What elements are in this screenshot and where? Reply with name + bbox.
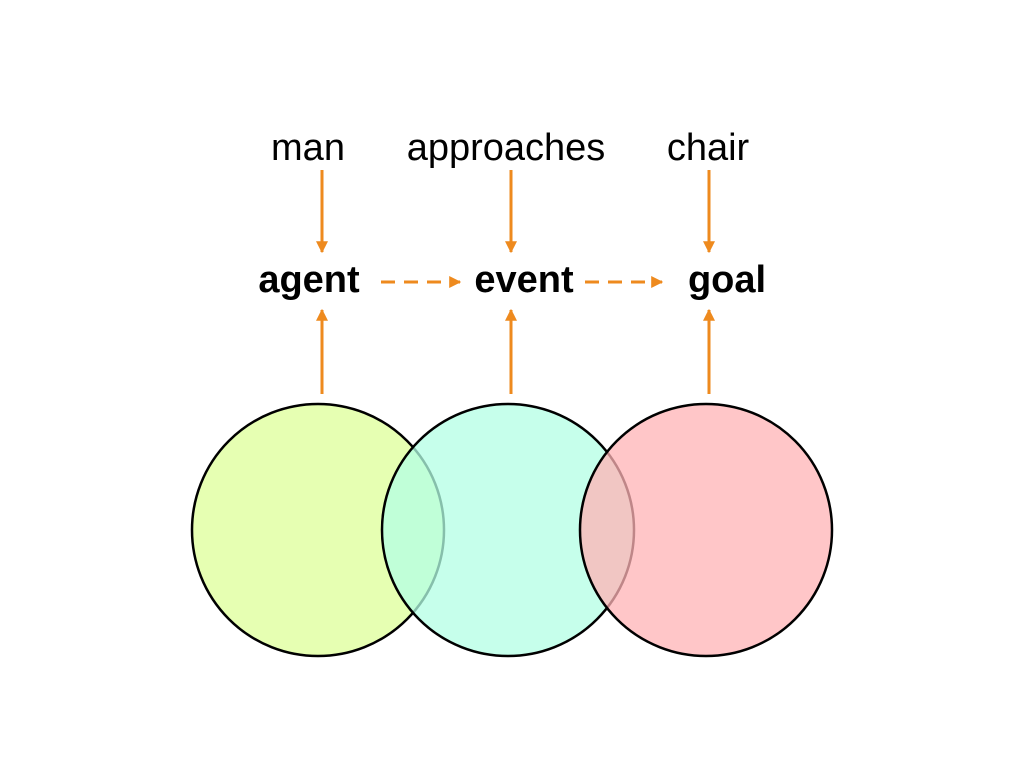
word-man: man (271, 127, 345, 169)
role-event: event (474, 259, 574, 301)
goal-circle (578, 402, 834, 658)
role-agent: agent (258, 259, 360, 301)
word-approaches: approaches (407, 127, 606, 169)
role-goal: goal (688, 259, 766, 301)
role-circles (190, 402, 834, 658)
word-chair: chair (667, 127, 750, 169)
